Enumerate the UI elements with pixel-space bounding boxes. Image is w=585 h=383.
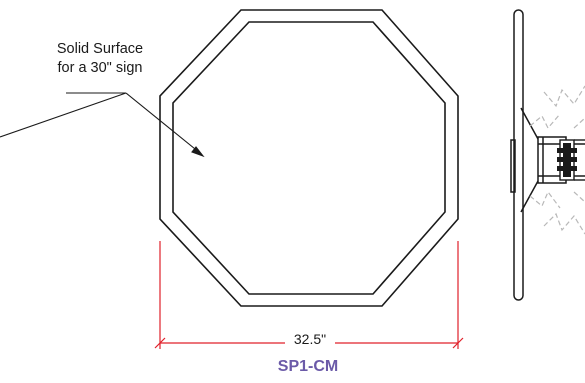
dimension-tick-right	[452, 337, 464, 349]
callout-line-2: for a 30" sign	[57, 60, 143, 76]
dimension-label: 32.5"	[285, 331, 335, 347]
model-label: SP1-CM	[277, 358, 339, 375]
lower-brace	[520, 180, 539, 213]
lower-break-zigzag-2	[529, 190, 561, 209]
callout-leader	[0, 92, 205, 158]
sign-side-view	[510, 9, 585, 301]
callout-line-1: Solid Surface	[56, 41, 144, 57]
bolt-clamp	[557, 139, 585, 181]
upper-brace	[520, 107, 539, 140]
dimension-tick-left	[154, 337, 166, 349]
upper-break-zigzag	[543, 85, 585, 108]
sign-front-view	[159, 9, 459, 307]
octagon-inner-border	[172, 21, 446, 295]
side-panel	[513, 9, 524, 301]
octagon-outer-edge	[159, 9, 459, 307]
lower-break-zigzag	[543, 212, 585, 235]
side-panel-lip	[510, 139, 516, 193]
hidden-break-lines	[529, 85, 585, 235]
callout-arrowhead	[191, 146, 205, 158]
upper-break-zigzag-2	[529, 113, 561, 130]
callout-text: Solid Surface for a 30" sign	[0, 40, 200, 78]
